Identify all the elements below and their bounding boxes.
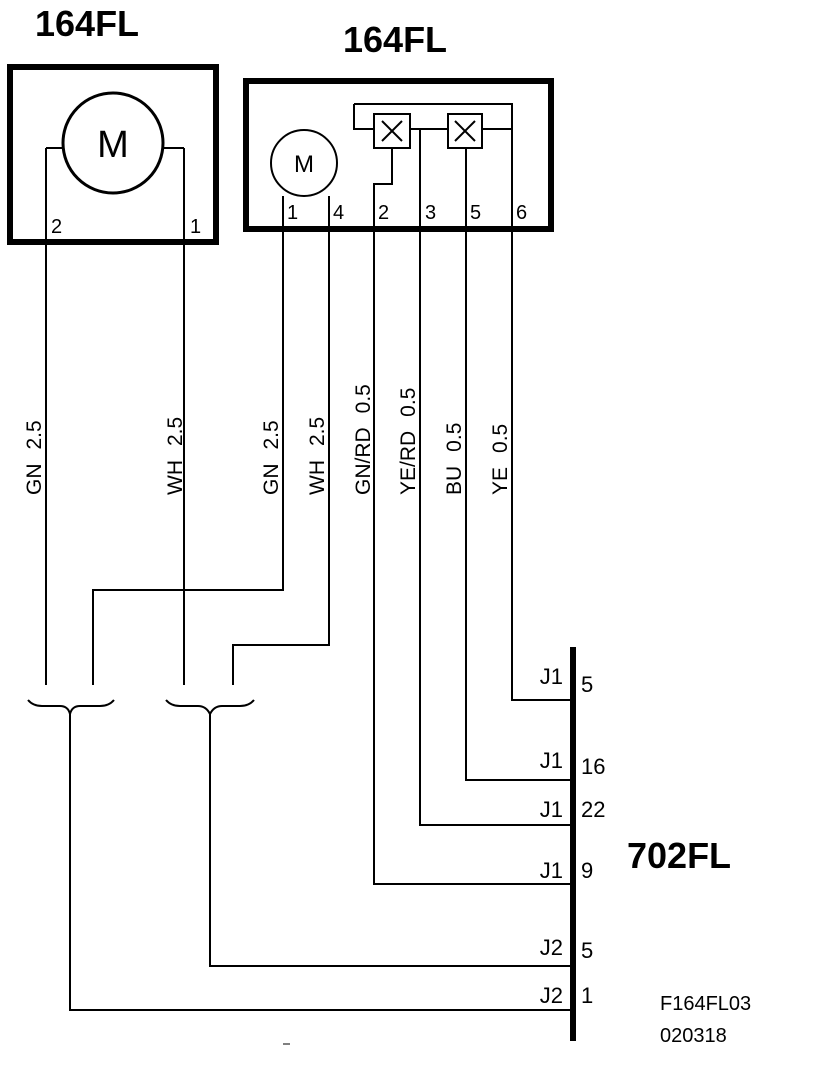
motor-left-m: M <box>97 124 129 166</box>
motor-left-pin-1: 1 <box>190 216 201 238</box>
wire-module-gn <box>92 196 284 685</box>
terminal-6-pin: 1 <box>581 983 593 1008</box>
wire-yerd <box>419 200 573 826</box>
wire-splice-1-j2 <box>69 714 573 1011</box>
figure-date: 020318 <box>660 1025 727 1047</box>
switch-1-cross <box>381 120 403 142</box>
splice-brace-1 <box>27 699 115 715</box>
wire-gnrd <box>373 200 573 885</box>
wire-label-1: GN2.5 <box>23 420 46 495</box>
terminal-2-pin: 16 <box>581 754 605 779</box>
module-pin-6: 6 <box>516 202 527 224</box>
motor-left-symbol <box>61 91 165 195</box>
wire-lines <box>27 129 573 1011</box>
motor-left-pin-2: 2 <box>51 216 62 238</box>
terminal-4-conn: J1 <box>540 858 563 883</box>
connector-label: 702FL <box>627 835 731 876</box>
terminal-5-pin: 5 <box>581 938 593 963</box>
wire-labels: GN2.5 WH2.5 GN2.5 WH2.5 GN/RD0.5 YE/RD0.… <box>23 384 512 495</box>
switch-leads <box>373 129 467 200</box>
splice-brace-2 <box>165 699 255 717</box>
wire-splice-2-j2 <box>209 714 573 967</box>
module-pin-1: 1 <box>287 202 298 224</box>
wire-label-2: WH2.5 <box>164 417 187 495</box>
wire-module-wh <box>232 196 330 685</box>
module-pin-5: 5 <box>470 202 481 224</box>
wire-label-3: GN2.5 <box>260 420 283 495</box>
wire-label-4: WH2.5 <box>306 417 329 495</box>
module-right-motor-symbol <box>270 129 338 197</box>
wire-ye <box>511 129 573 701</box>
terminal-3-pin: 22 <box>581 797 605 822</box>
terminal-5-conn: J2 <box>540 935 563 960</box>
switch-2-cross <box>454 120 476 142</box>
wire-label-6: YE/RD0.5 <box>397 388 420 495</box>
wire-label-8: YE0.5 <box>489 424 512 495</box>
terminal-1-conn: J1 <box>540 664 563 689</box>
terminal-2-conn: J1 <box>540 748 563 773</box>
wire-label-5: GN/RD0.5 <box>352 384 375 495</box>
module-right-m: M <box>294 151 314 178</box>
terminal-1-pin: 5 <box>581 672 593 697</box>
module-right-label: 164FL <box>343 19 447 60</box>
motor-left-box <box>7 64 219 245</box>
module-right-pins: 1 4 2 3 5 6 <box>287 202 527 224</box>
module-pin-4: 4 <box>333 202 344 224</box>
figure-id: F164FL03 <box>660 993 751 1015</box>
motor-left-label: 164FL <box>35 3 139 44</box>
switch-bus <box>353 103 513 130</box>
module-pin-3: 3 <box>425 202 436 224</box>
terminal-3-conn: J1 <box>540 797 563 822</box>
terminal-4-pin: 9 <box>581 858 593 883</box>
wire-label-7: BU0.5 <box>443 423 466 495</box>
connector-terminals: J1 5 J1 16 J1 22 J1 9 J2 5 J2 1 <box>540 664 606 1008</box>
terminal-6-conn: J2 <box>540 983 563 1008</box>
wire-bu <box>465 200 573 781</box>
module-right-box <box>243 78 554 232</box>
module-pin-2: 2 <box>378 202 389 224</box>
